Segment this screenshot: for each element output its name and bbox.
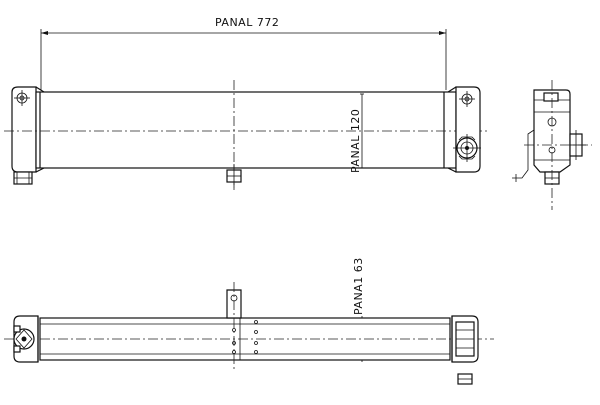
plan-view: PANA1 63 xyxy=(4,257,494,385)
height-dimension: PANAL 120 xyxy=(349,109,362,173)
left-tank-plan xyxy=(13,315,39,363)
right-end-tank xyxy=(447,86,481,173)
radiator-core xyxy=(4,80,490,190)
width-dimension-label: PANAL 772 xyxy=(215,16,279,29)
left-end-tank xyxy=(11,86,45,185)
mounting-bracket xyxy=(226,282,258,372)
side-view xyxy=(512,80,592,210)
right-tank-plan xyxy=(451,315,479,385)
front-view: PANAL 772 xyxy=(4,16,490,190)
depth-dimension-label: PANA1 63 xyxy=(352,257,365,315)
height-dimension-label: PANAL 120 xyxy=(349,109,362,173)
width-dimension: PANAL 772 xyxy=(40,16,447,90)
